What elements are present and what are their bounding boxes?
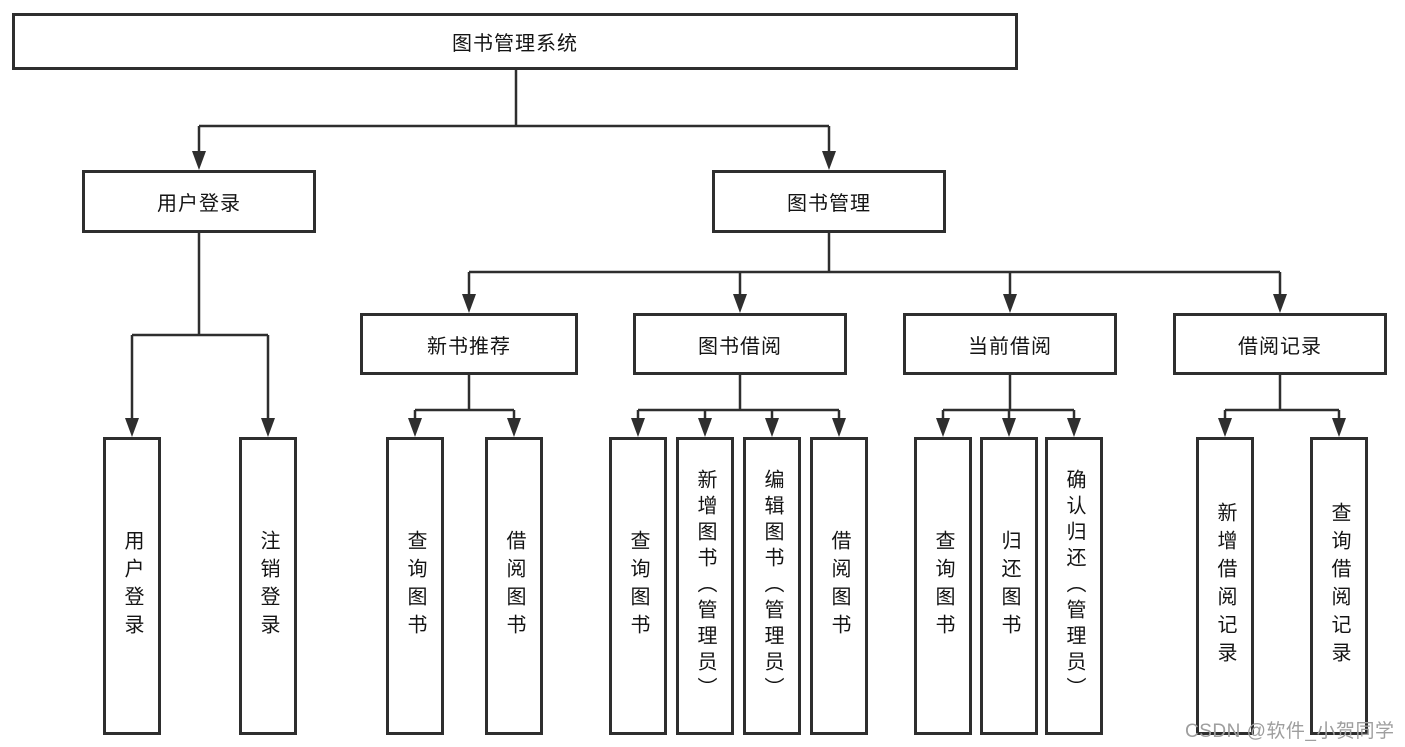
leaf-logout: 注销登录	[239, 437, 297, 735]
leaf-label: 借阅图书	[828, 530, 850, 642]
node-new-book-recommendation: 新书推荐	[360, 313, 578, 375]
leaf-label: 借阅图书	[503, 530, 525, 642]
node-label: 借阅记录	[1238, 335, 1322, 358]
leaf-edit-books-admin: 编辑图书（管理员）	[743, 437, 801, 735]
leaf-add-borrow-record: 新增借阅记录	[1196, 437, 1254, 735]
leaf-label: 查询借阅记录	[1328, 502, 1350, 670]
leaf-return-books: 归还图书	[980, 437, 1038, 735]
leaf-label: 查询图书	[404, 530, 426, 642]
node-book-borrowing: 图书借阅	[633, 313, 847, 375]
node-current-borrowing: 当前借阅	[903, 313, 1117, 375]
node-user-login: 用户登录	[82, 170, 316, 233]
leaf-label: 归还图书	[998, 530, 1020, 642]
leaf-label: 注销登录	[257, 530, 279, 642]
leaf-query-books-borrowing: 查询图书	[609, 437, 667, 735]
leaf-label: 编辑图书（管理员）	[761, 469, 783, 703]
csdn-watermark: CSDN @软件_小贺同学	[1185, 721, 1395, 742]
leaf-label: 查询图书	[932, 530, 954, 642]
leaf-label: 查询图书	[627, 530, 649, 642]
node-label: 新书推荐	[427, 335, 511, 358]
leaf-query-books-recommend: 查询图书	[386, 437, 444, 735]
node-label: 图书借阅	[698, 335, 782, 358]
node-label: 当前借阅	[968, 335, 1052, 358]
node-label: 用户登录	[157, 193, 241, 215]
leaf-query-borrow-record: 查询借阅记录	[1310, 437, 1368, 735]
leaf-confirm-return-admin: 确认归还（管理员）	[1045, 437, 1103, 735]
leaf-add-books-admin: 新增图书（管理员）	[676, 437, 734, 735]
node-library-management-system: 图书管理系统	[12, 13, 1018, 70]
node-book-management: 图书管理	[712, 170, 946, 233]
leaf-label: 用户登录	[121, 530, 143, 642]
leaf-borrow-books-recommend: 借阅图书	[485, 437, 543, 735]
node-borrowing-records: 借阅记录	[1173, 313, 1387, 375]
leaf-label: 确认归还（管理员）	[1063, 469, 1085, 703]
leaf-label: 新增图书（管理员）	[694, 469, 716, 703]
node-label: 图书管理	[787, 193, 871, 215]
node-label: 图书管理系统	[452, 33, 578, 55]
leaf-user-login: 用户登录	[103, 437, 161, 735]
leaf-label: 新增借阅记录	[1214, 502, 1236, 670]
leaf-borrow-books-borrowing: 借阅图书	[810, 437, 868, 735]
leaf-query-books-current: 查询图书	[914, 437, 972, 735]
